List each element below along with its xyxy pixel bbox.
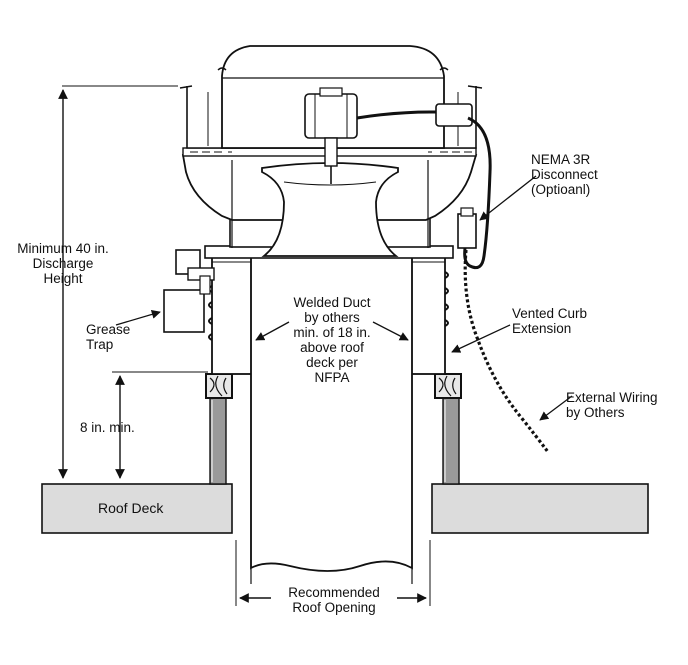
grease-trap	[163, 249, 215, 333]
leader-arrows	[115, 175, 573, 421]
disconnect-wiring	[457, 116, 550, 453]
fan-housing	[179, 45, 483, 184]
vented-curb-label: Vented Curb Extension	[512, 306, 588, 336]
welded-duct-label: Welded Duct by others min. of 18 in. abo…	[293, 295, 371, 385]
eight-in-min-label: 8 in. min.	[80, 420, 135, 435]
dimension-40in	[58, 85, 178, 479]
external-wiring-label: External Wiring by Others	[566, 390, 658, 420]
nema-disconnect-label: NEMA 3R Disconnect (Optioanl)	[531, 152, 598, 197]
fan-base	[181, 147, 478, 259]
grease-trap-label: Grease Trap	[86, 322, 131, 352]
roof-deck-label: Roof Deck	[98, 500, 164, 516]
welded-duct	[250, 256, 413, 584]
min-discharge-height-label: Minimum 40 in. Discharge Height	[17, 241, 109, 286]
roof-deck	[41, 483, 649, 534]
dimension-8in	[112, 371, 208, 479]
recommended-roof-opening-label: Recommended Roof Opening	[271, 585, 397, 615]
wood-nailers	[205, 373, 462, 399]
